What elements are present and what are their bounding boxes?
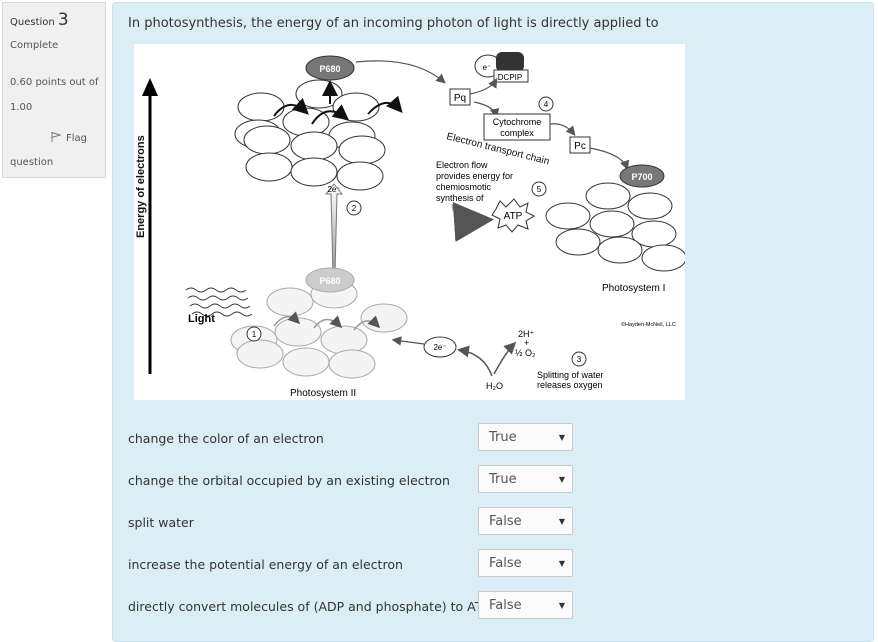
answer-select[interactable]: True ▼ (478, 423, 573, 451)
answer-label: split water (128, 515, 194, 530)
answer-value: False (489, 514, 522, 529)
question-text: In photosynthesis, the energy of an inco… (128, 16, 659, 31)
answer-label: change the color of an electron (128, 431, 324, 446)
flow-text-3: chemiosmotic (436, 182, 492, 192)
dropdown-arrow-icon: ▼ (558, 559, 565, 568)
step-2-marker: 2 (352, 204, 357, 213)
excited-photosystem-ii (234, 79, 386, 191)
dropdown-arrow-icon: ▼ (558, 475, 565, 484)
step-5-marker: 5 (537, 185, 542, 194)
diagram-svg: Energy of electrons P680 (135, 52, 687, 399)
photosystem-i-label: Photosystem I (602, 283, 665, 294)
photosystem-i (545, 182, 687, 272)
flow-text-1: Electron flow (436, 160, 488, 170)
answer-row: directly convert molecules of (ADP and p… (128, 591, 588, 623)
photosystem-ii-label: Photosystem II (290, 388, 356, 399)
copyright-text: ©Hayden-McNeil, LLC (621, 321, 676, 328)
flag-question-link[interactable]: Flag question (10, 127, 104, 175)
dropdown-arrow-icon: ▼ (558, 517, 565, 526)
plus-label: + (524, 338, 529, 348)
dcpip-figure: e⁻ DCPIP (474, 52, 529, 83)
answer-select[interactable]: False ▼ (478, 507, 573, 535)
step-1-marker: 1 (252, 330, 257, 339)
pq-label: Pq (454, 93, 466, 104)
flow-text-4: synthesis of (436, 193, 484, 203)
dcpip-label: DCPIP (498, 73, 522, 82)
energy-up-arrow (324, 183, 344, 275)
atp-burst (491, 198, 536, 233)
answer-label: directly convert molecules of (ADP and p… (128, 599, 490, 614)
answer-row: increase the potential energy of an elec… (128, 549, 588, 581)
answer-row: change the color of an electron True ▼ (128, 423, 588, 455)
answer-value: True (489, 472, 517, 487)
water-label: H₂O (486, 381, 503, 391)
question-grade: 0.60 points out of 1.00 (10, 77, 99, 113)
flag-label: Flag (66, 133, 88, 144)
answer-label: increase the potential energy of an elec… (128, 557, 403, 572)
question-content: In photosynthesis, the energy of an inco… (112, 2, 874, 642)
question-info-panel: Question 3 Complete 0.60 points out of 1… (2, 2, 106, 178)
two-electrons-up: 2e⁻ (327, 185, 340, 194)
electron-pair-disc (423, 336, 457, 358)
answer-value: True (489, 430, 517, 445)
energy-axis-label: Energy of electrons (135, 135, 147, 238)
step-3-marker: 3 (577, 355, 582, 364)
dropdown-arrow-icon: ▼ (558, 601, 565, 610)
dcpip-electron: e⁻ (483, 63, 492, 72)
oxygen-label: ½ O₂ (515, 348, 536, 358)
answer-value: False (489, 598, 522, 613)
p700-label: P700 (631, 172, 652, 182)
photosystem-ii (230, 279, 408, 379)
energy-axis-arrowhead (142, 78, 158, 96)
p680-faded-disc (305, 267, 355, 293)
answer-row: split water False ▼ (128, 507, 588, 539)
pq-box (449, 88, 471, 106)
step-4-marker: 4 (544, 100, 549, 109)
answer-value: False (489, 556, 522, 571)
answer-select[interactable]: False ▼ (478, 549, 573, 577)
photosynthesis-diagram: Energy of electrons P680 (134, 44, 687, 400)
answer-row: change the orbital occupied by an existi… (128, 465, 588, 497)
question-number: Question 3 (10, 10, 69, 30)
p680-faded-label: P680 (319, 276, 340, 286)
light-label: Light (188, 313, 215, 325)
dropdown-arrow-icon: ▼ (558, 433, 565, 442)
p680-label: P680 (319, 64, 340, 74)
flow-text-2: provides energy for (436, 171, 513, 181)
pc-box (569, 136, 591, 154)
two-electrons-mid: 2e⁻ (433, 343, 446, 352)
answer-select[interactable]: False ▼ (478, 591, 573, 619)
answer-select[interactable]: True ▼ (478, 465, 573, 493)
flag-icon (51, 131, 62, 142)
cytochrome-label-1: Cytochrome (493, 117, 542, 127)
light-waves (185, 287, 253, 317)
splitting-water-text-2: releases oxygen (537, 380, 603, 390)
pc-label: Pc (574, 141, 586, 152)
splitting-water-text-1: Splitting of water (537, 370, 604, 380)
p700-disc (619, 164, 665, 188)
atp-label: ATP (504, 211, 523, 222)
answer-label: change the orbital occupied by an existi… (128, 473, 450, 488)
flag-label-question: question (10, 157, 54, 168)
question-state: Complete (10, 40, 59, 51)
hydrogen-ions-label: 2H⁺ (518, 329, 535, 339)
cytochrome-label-2: complex (500, 128, 534, 138)
cytochrome-complex-box (483, 113, 551, 141)
